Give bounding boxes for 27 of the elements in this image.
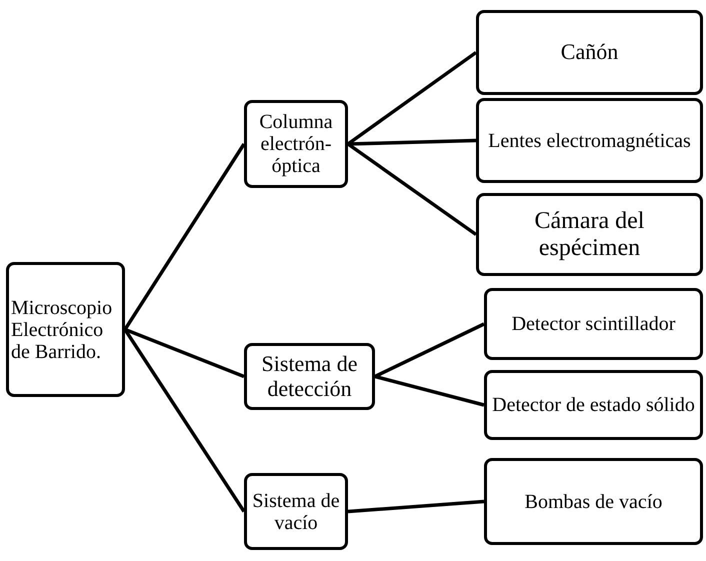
- process-box: [476, 10, 703, 95]
- node-label: Lentes electromagnéticas: [488, 130, 691, 152]
- process-box: [476, 98, 703, 183]
- connector-line: [124, 328, 246, 512]
- node-label: Sistema de vacío: [251, 490, 341, 534]
- node-label: Cañón: [560, 40, 618, 65]
- connector-line: [124, 143, 246, 330]
- process-box: [244, 343, 375, 410]
- node-label: Detector scintillador: [512, 313, 676, 335]
- process-box: [244, 100, 348, 188]
- process-box: [6, 262, 125, 397]
- process-box: [484, 288, 703, 360]
- node-label: Microscopio Electrónico de Barrido.: [11, 296, 114, 362]
- node-label: Bombas de vacío: [524, 490, 662, 512]
- node-label: Cámara del espécimen: [534, 208, 646, 261]
- connector-line: [374, 322, 485, 378]
- connector-line: [346, 142, 478, 236]
- node-label: Detector de estado sólido: [492, 394, 695, 416]
- process-box: [484, 370, 703, 440]
- connector-line: [124, 328, 245, 378]
- connector-line: [374, 374, 484, 407]
- process-box: [484, 458, 703, 545]
- connector-line: [348, 500, 484, 514]
- node-label: Columna electrón-óptica: [258, 111, 334, 177]
- process-box: [244, 473, 348, 550]
- node-label: Sistema de detección: [260, 352, 358, 401]
- process-box: [476, 193, 703, 276]
